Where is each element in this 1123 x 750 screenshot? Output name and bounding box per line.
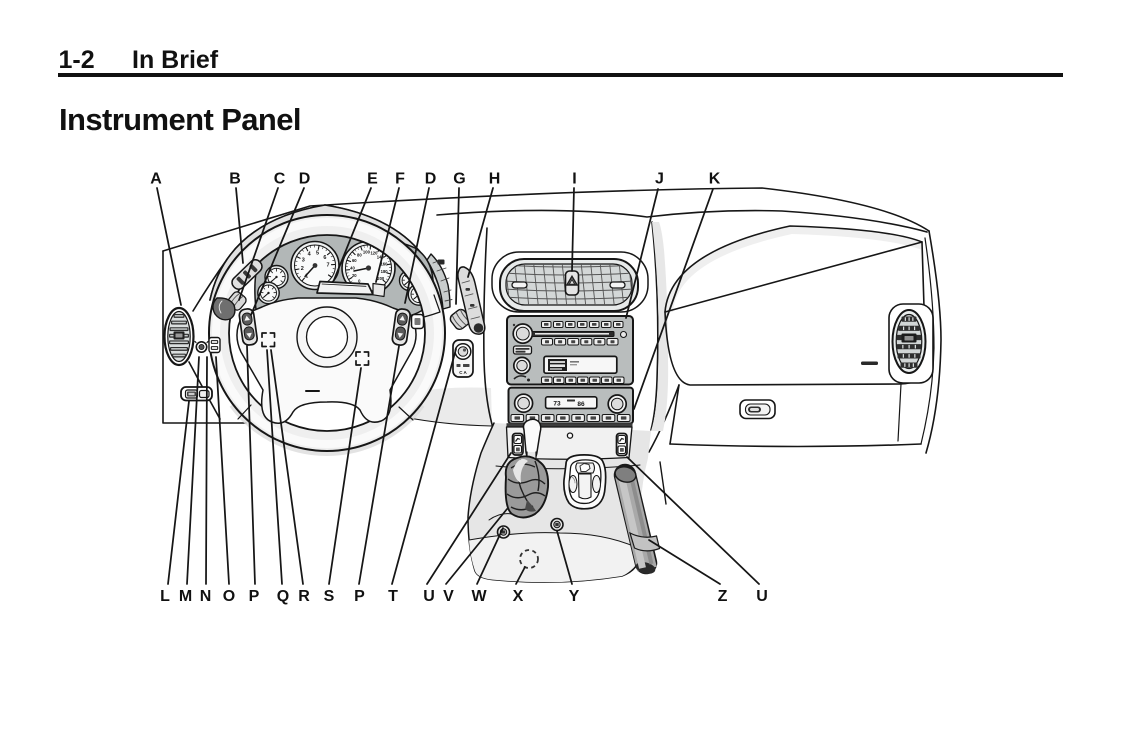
svg-text:O: O xyxy=(223,588,235,605)
svg-text:20: 20 xyxy=(352,273,357,278)
svg-text:K: K xyxy=(709,171,721,188)
svg-text:Y: Y xyxy=(569,588,580,605)
svg-text:140: 140 xyxy=(377,255,385,260)
svg-text:J: J xyxy=(655,171,664,188)
svg-text:H: H xyxy=(489,171,501,188)
svg-text:P: P xyxy=(354,588,365,605)
svg-text:7: 7 xyxy=(326,263,329,269)
svg-text:X: X xyxy=(513,588,524,605)
svg-text:L: L xyxy=(160,588,170,605)
svg-text:M: M xyxy=(179,588,192,605)
svg-text:100: 100 xyxy=(363,250,371,255)
svg-text:5: 5 xyxy=(316,251,319,257)
svg-text:In Brief: In Brief xyxy=(132,46,219,74)
svg-text:P: P xyxy=(249,588,260,605)
svg-text:W: W xyxy=(471,588,487,605)
svg-text:3: 3 xyxy=(302,258,305,264)
svg-text:T: T xyxy=(388,588,398,605)
svg-text:R: R xyxy=(298,588,310,605)
svg-text:Z: Z xyxy=(718,588,728,605)
svg-text:0: 0 xyxy=(358,279,361,284)
svg-text:200: 200 xyxy=(377,276,385,281)
svg-text:60: 60 xyxy=(352,258,357,263)
svg-text:E: E xyxy=(367,171,378,188)
svg-text:160: 160 xyxy=(380,261,388,266)
svg-text:A: A xyxy=(150,171,162,188)
svg-text:4: 4 xyxy=(308,252,312,258)
svg-text:C: C xyxy=(274,171,286,188)
svg-text:D: D xyxy=(299,171,311,188)
svg-text:86: 86 xyxy=(577,401,585,408)
svg-text:F: F xyxy=(395,171,405,188)
svg-text:S: S xyxy=(324,588,335,605)
svg-text:Q: Q xyxy=(277,588,289,605)
svg-text:G: G xyxy=(453,171,465,188)
svg-text:40: 40 xyxy=(350,266,355,271)
svg-text:U: U xyxy=(756,588,768,605)
svg-text:120: 120 xyxy=(370,250,378,255)
svg-text:180: 180 xyxy=(381,269,389,274)
svg-text:1: 1 xyxy=(305,273,308,279)
svg-text:U: U xyxy=(423,588,435,605)
svg-text:N: N xyxy=(200,588,212,605)
svg-text:D: D xyxy=(425,171,437,188)
svg-text:1-2: 1-2 xyxy=(59,46,95,74)
svg-text:Instrument Panel: Instrument Panel xyxy=(59,102,301,137)
svg-text:80: 80 xyxy=(357,252,362,257)
svg-text:C A: C A xyxy=(459,370,467,375)
svg-text:73: 73 xyxy=(553,401,561,408)
svg-text:2: 2 xyxy=(301,266,304,272)
svg-text:B: B xyxy=(229,171,241,188)
svg-text:I: I xyxy=(572,171,576,188)
svg-text:V: V xyxy=(443,588,454,605)
svg-text:6: 6 xyxy=(323,255,326,261)
